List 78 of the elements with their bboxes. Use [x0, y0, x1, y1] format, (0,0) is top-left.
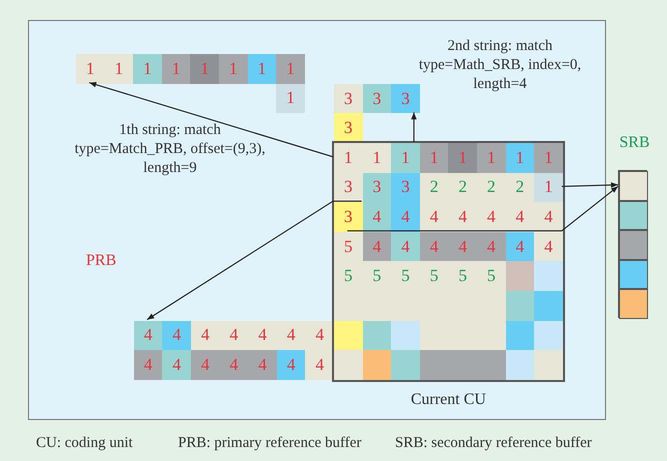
- buffer-panel: [28, 20, 606, 420]
- grid-cell: 1: [477, 143, 506, 173]
- grid-cell: 4: [362, 202, 392, 232]
- grid-cell: 4: [191, 320, 220, 350]
- grid-cell: [534, 320, 563, 350]
- grid-cell: 4: [220, 350, 248, 380]
- grid-cell: 1: [391, 143, 420, 173]
- legend-text: PRB: primary reference buffer: [178, 434, 362, 453]
- grid-cell: 3: [362, 84, 392, 114]
- grid-cell: [391, 350, 420, 380]
- buffer-label: PRB: [86, 251, 116, 270]
- grid-cell: [619, 289, 648, 319]
- grid-cell: 1: [534, 172, 563, 202]
- grid-cell: [477, 350, 506, 380]
- grid-cell: [506, 320, 534, 350]
- grid-cell: 1: [276, 84, 305, 114]
- arrow: [89, 82, 334, 158]
- grid-cell: [391, 320, 420, 350]
- grid-cell: 1: [133, 54, 162, 84]
- grid-cell: 3: [362, 172, 392, 202]
- grid-cell: 1: [420, 143, 448, 173]
- grid-cell: 4: [305, 320, 334, 350]
- legend-text: SRB: secondary reference buffer: [395, 434, 592, 453]
- grid-cell: 1: [276, 54, 305, 84]
- grid-cell: [506, 291, 534, 321]
- grid-cell: 4: [276, 350, 306, 380]
- arrow: [347, 186, 618, 232]
- grid-cell: [506, 261, 534, 291]
- grid-cell: 4: [248, 350, 277, 380]
- grid-cell: 1: [534, 143, 563, 173]
- grid-cell: [362, 350, 392, 380]
- grid-cell: 4: [162, 350, 191, 380]
- grid-cell: 4: [305, 350, 334, 380]
- grid-cell: [534, 261, 563, 291]
- grid-cell: 1: [219, 54, 248, 84]
- grid-cell: 3: [334, 84, 363, 114]
- grid-cell: [534, 291, 563, 321]
- grid-cell: [506, 350, 534, 380]
- grid-cell: 1: [104, 54, 134, 84]
- grid-cell: 4: [477, 232, 506, 262]
- grid-cell: 1: [448, 143, 477, 173]
- grid-cell: 1: [506, 143, 534, 173]
- grid-cell: 4: [162, 320, 191, 350]
- grid-cell: 4: [248, 320, 277, 350]
- string-description: 2nd string: match type=Math_SRB, index=0, length=4: [418, 37, 582, 94]
- buffer-label: SRB: [618, 133, 651, 152]
- arrow: [411, 112, 417, 142]
- grid-cell: 4: [362, 232, 392, 262]
- arrow: [146, 200, 362, 320]
- grid-cell: 4: [391, 202, 420, 232]
- grid-cell: 4: [134, 350, 162, 380]
- grid-cell: 4: [191, 350, 220, 380]
- legend-text: CU: coding unit: [36, 434, 133, 453]
- grid-cell: 4: [391, 232, 420, 262]
- grid-cell: 4: [506, 232, 534, 262]
- string-description: 1th string: match type=Match_PRB, offset=(9,3), length=9: [74, 121, 266, 178]
- grid-cell: 4: [420, 232, 448, 262]
- grid-cell: [619, 200, 648, 230]
- grid-cell: 1: [162, 54, 190, 84]
- grid-cell: 4: [220, 320, 248, 350]
- grid-cell: 4: [448, 232, 477, 262]
- grid-cell: 1: [190, 54, 219, 84]
- grid-cell: 3: [334, 202, 363, 232]
- grid-cell: 1: [76, 54, 105, 84]
- grid-cell: [362, 320, 392, 350]
- grid-cell: [334, 320, 363, 350]
- grid-cell: 3: [391, 84, 420, 114]
- grid-cell: 3: [391, 172, 420, 202]
- grid-cell: [619, 260, 648, 290]
- grid-cell: [619, 171, 648, 201]
- grid-cell: [619, 230, 648, 260]
- grid-cell: 1: [248, 54, 276, 84]
- grid-caption: Current CU: [410, 390, 487, 409]
- grid-cell: [420, 350, 448, 380]
- grid-cell: 3: [334, 113, 363, 143]
- grid-cell: 4: [134, 320, 162, 350]
- grid-cell: 4: [276, 320, 306, 350]
- arrow: [562, 182, 618, 188]
